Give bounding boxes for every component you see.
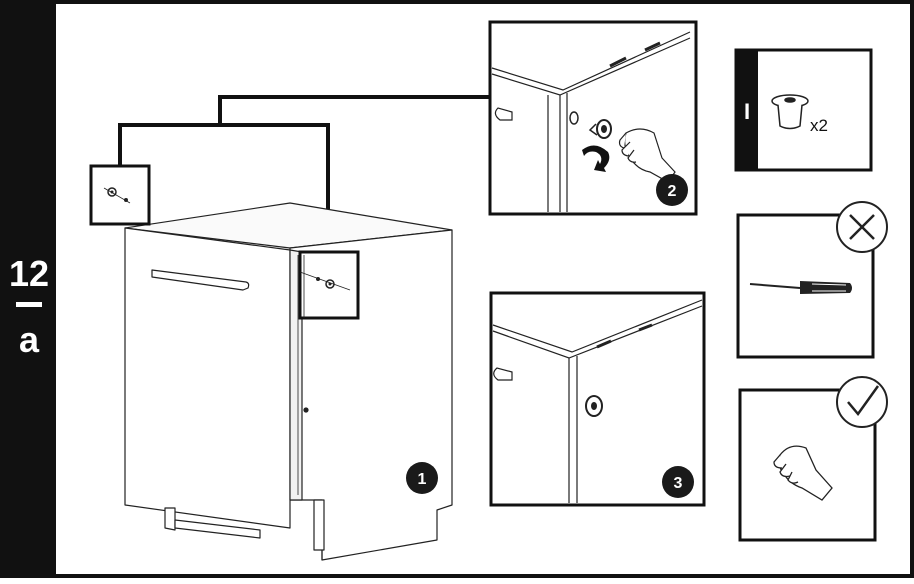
parts-quantity: x2 [810,116,828,135]
hand-icon [773,445,833,501]
parts-box: I x2 [734,48,873,172]
dishwasher-illustration [124,202,453,561]
detail-panel-3: 3 [489,291,706,507]
step-letter: a [18,319,40,360]
hand-pressing-icon [618,128,676,183]
step-divider [16,302,42,307]
callout-1-label: 1 [418,471,427,488]
callout-2-label: 2 [668,183,677,200]
screwdriver-icon [749,281,852,294]
callout-3-label: 3 [674,475,683,492]
cap-being-inserted-icon [588,119,612,139]
check-icon [836,376,888,428]
plastic-cap-icon [771,94,809,130]
step-sidebar [2,2,56,576]
cross-icon [836,201,888,253]
step-number: 12 [8,253,50,294]
cap-installed-icon [585,395,603,417]
callout-1: 1 [406,462,438,494]
callout-3: 3 [662,466,694,498]
parts-index: I [744,99,750,124]
connector-lines [118,95,489,252]
rotate-arrow-icon [582,145,610,172]
tool-box-screwdriver [736,201,888,359]
panel-3-cabinet-corner [492,299,703,503]
door-panel [124,227,291,529]
small-detail-right [298,250,360,320]
callout-2: 2 [656,174,688,206]
small-detail-left [89,164,151,226]
door-handle [151,269,250,291]
detail-panel-2: 2 [488,20,698,216]
tool-box-hand [738,376,888,542]
panel-2-cabinet-corner [491,31,691,212]
